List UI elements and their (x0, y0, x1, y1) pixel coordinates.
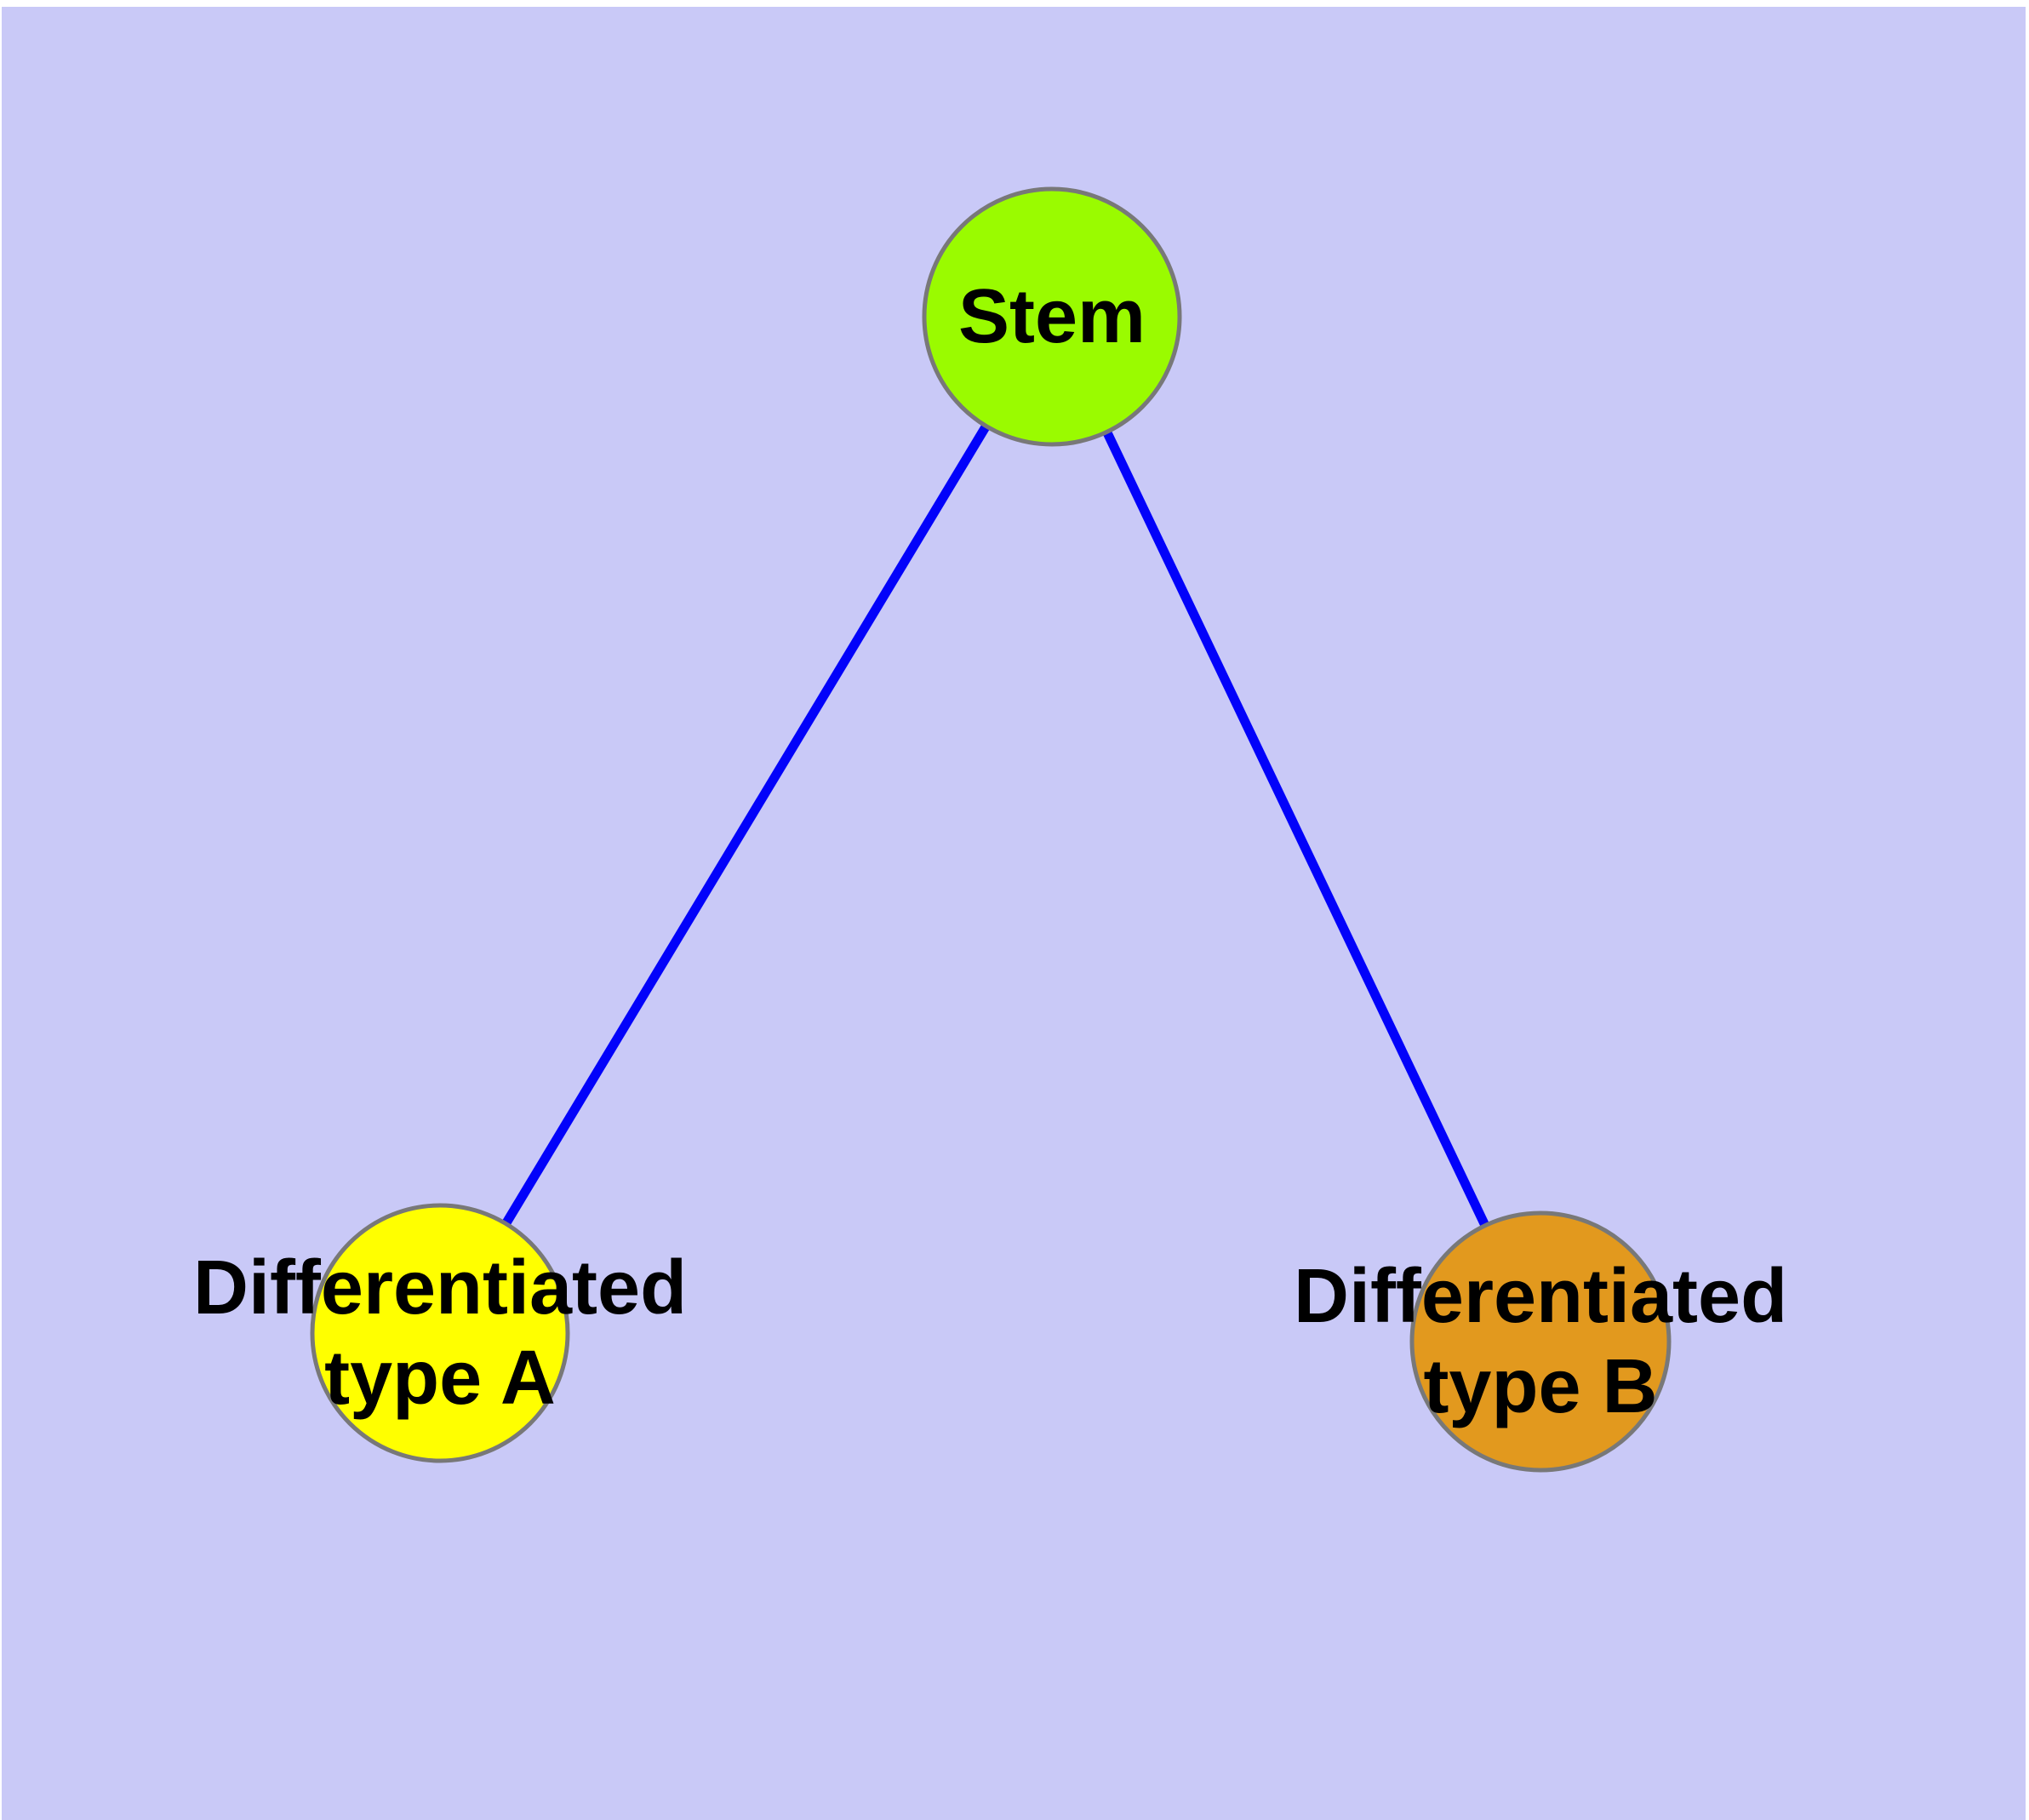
node-type-b-circle[interactable] (1409, 1210, 1672, 1473)
edge-stem-to-type-b[interactable] (1048, 314, 1545, 1344)
node-type-a-label-line1: Differentiated (192, 1245, 688, 1331)
node-stem-label: Stem (957, 274, 1146, 359)
node-stem-circle[interactable] (922, 186, 1182, 447)
node-type-b-label-line2: type B (1423, 1344, 1658, 1429)
node-type-b-label-line1: Differentiated (1293, 1254, 1788, 1339)
node-type-a-circle[interactable] (310, 1203, 570, 1463)
node-type-a-label: Differentiated type A (193, 1243, 687, 1423)
node-type-b-label: Differentiated type B (1294, 1251, 1787, 1432)
node-type-a-label-line2: type A (324, 1336, 556, 1421)
edge-stem-to-type-a[interactable] (436, 314, 1056, 1336)
